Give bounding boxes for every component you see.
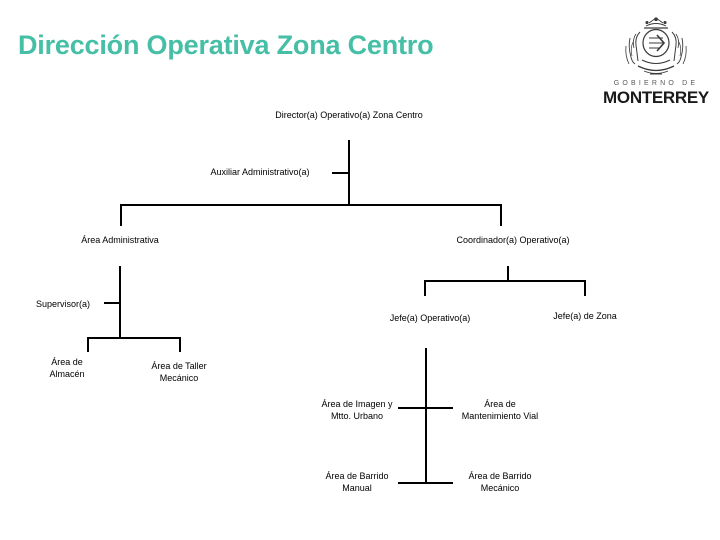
page-title: Dirección Operativa Zona Centro <box>18 30 434 60</box>
node-supervisor[interactable]: Supervisor(a) <box>35 299 91 309</box>
node-jefe-de-zona[interactable]: Jefe(a) de Zona <box>553 311 617 321</box>
node-area-taller-mecanico[interactable]: Área de Taller Mecánico <box>151 361 207 383</box>
connector-drop-area-almacen <box>87 337 89 352</box>
coat-of-arms-icon <box>625 17 687 75</box>
connector-admin-children-bus <box>87 337 181 339</box>
connector-jefes-bus <box>424 280 586 282</box>
connector-auxiliar-stub <box>332 172 350 174</box>
logo-main-line: MONTERREY <box>603 88 709 107</box>
node-area-barrido-manual[interactable]: Área de Barrido Manual <box>325 471 389 493</box>
logo-top-line: GOBIERNO DE <box>613 80 699 87</box>
connector-level2-bus <box>120 204 502 206</box>
connector-coordinador-trunk <box>507 266 509 281</box>
node-area-administrativa[interactable]: Área Administrativa <box>81 235 159 245</box>
connector-jefe-operativo-crossbar-2 <box>398 482 453 484</box>
connector-drop-area-administrativa <box>120 204 122 226</box>
connector-drop-area-taller <box>179 337 181 352</box>
gobierno-de-monterrey-logo: GOBIERNO DE MONTERREY <box>600 16 712 108</box>
node-coordinador-operativo[interactable]: Coordinador(a) Operativo(a) <box>456 235 570 245</box>
connector-supervisor-stub <box>104 302 121 304</box>
node-area-imagen-mtto-urbano[interactable]: Área de Imagen y Mtto. Urbano <box>321 399 393 421</box>
node-area-mantenimiento-vial[interactable]: Área de Mantenimiento Vial <box>461 399 539 421</box>
connector-drop-coordinador <box>500 204 502 226</box>
connector-drop-jefe-operativo <box>424 280 426 296</box>
node-area-barrido-mecanico[interactable]: Área de Barrido Mecánico <box>468 471 532 493</box>
node-area-almacen[interactable]: Área de Almacén <box>49 357 85 379</box>
connector-jefe-operativo-spine <box>425 348 427 484</box>
connector-jefe-operativo-crossbar-1 <box>398 407 453 409</box>
node-auxiliar-administrativo[interactable]: Auxiliar Administrativo(a) <box>210 167 310 177</box>
node-jefe-operativo[interactable]: Jefe(a) Operativo(a) <box>389 313 471 323</box>
connector-drop-jefe-zona <box>584 280 586 296</box>
node-director[interactable]: Director(a) Operativo(a) Zona Centro <box>275 110 423 120</box>
